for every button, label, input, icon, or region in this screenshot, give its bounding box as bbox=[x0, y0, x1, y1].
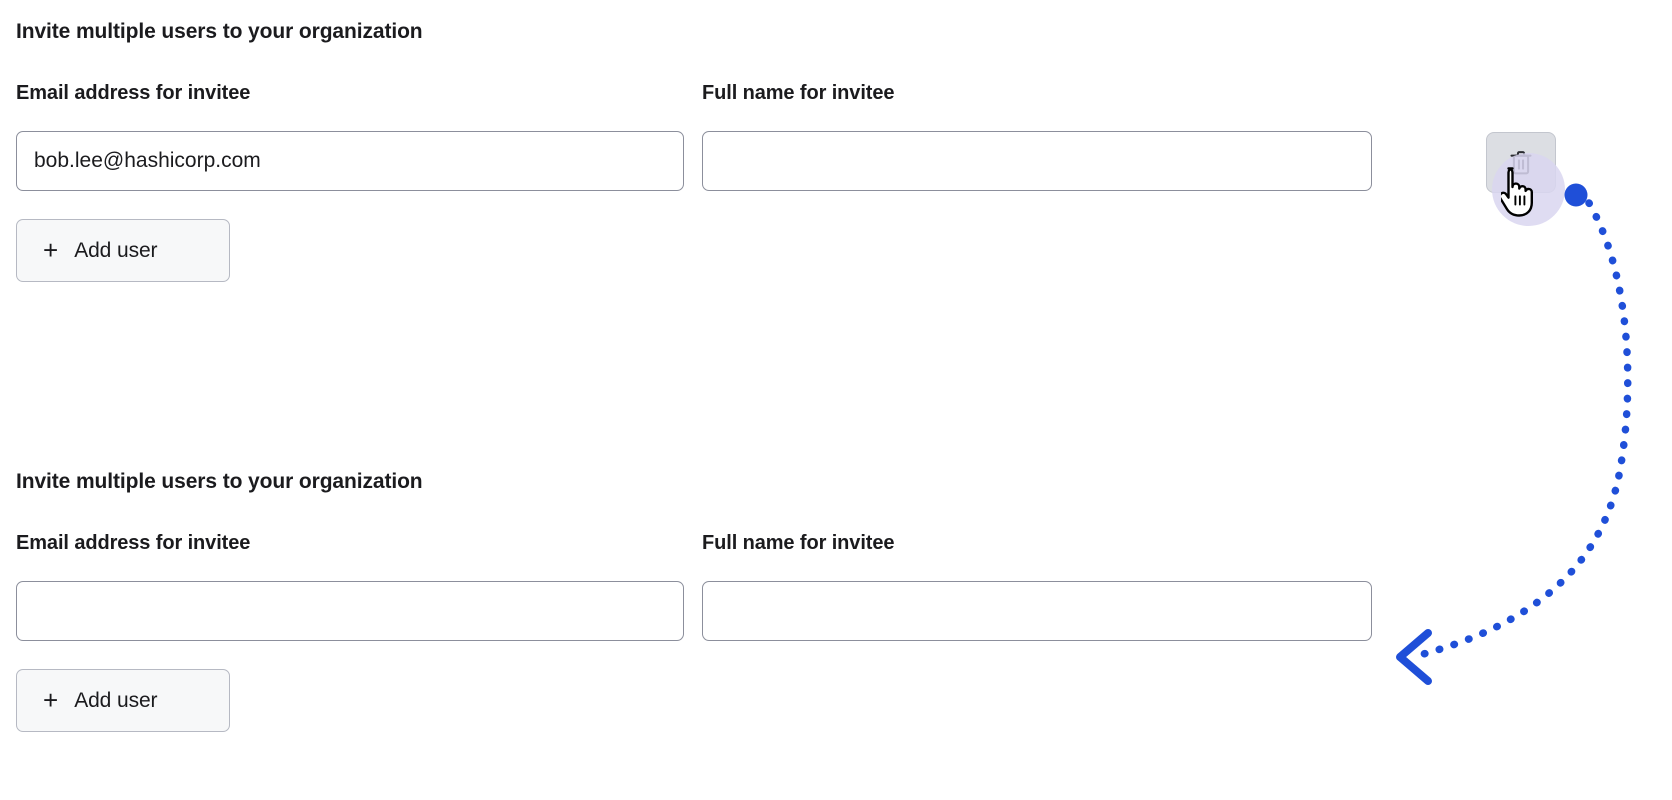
email-input[interactable] bbox=[16, 131, 684, 191]
add-user-button-label: Add user bbox=[74, 238, 158, 262]
email-field-label-2: Email address for invitee bbox=[16, 532, 251, 554]
fullname-field-label-2: Full name for invitee bbox=[702, 532, 895, 554]
page-title-2: Invite multiple users to your organizati… bbox=[16, 470, 423, 493]
trash-icon bbox=[1508, 149, 1534, 177]
annotation-dotted-curve bbox=[1408, 199, 1632, 661]
email-input-2[interactable] bbox=[16, 581, 684, 641]
annotation-arrowhead bbox=[1396, 629, 1432, 685]
plus-icon: + bbox=[43, 234, 59, 265]
fullname-input[interactable] bbox=[702, 131, 1372, 191]
add-user-button-label-2: Add user bbox=[74, 688, 158, 712]
page-title: Invite multiple users to your organizati… bbox=[16, 20, 423, 43]
plus-icon-2: + bbox=[43, 684, 59, 715]
fullname-field-label: Full name for invitee bbox=[702, 82, 895, 104]
add-user-button[interactable]: + Add user bbox=[16, 219, 230, 282]
email-field-label: Email address for invitee bbox=[16, 82, 251, 104]
add-user-button-2[interactable]: + Add user bbox=[16, 669, 230, 732]
fullname-input-2[interactable] bbox=[702, 581, 1372, 641]
annotation-start-dot bbox=[1564, 183, 1588, 207]
delete-invitee-button[interactable] bbox=[1486, 132, 1556, 193]
